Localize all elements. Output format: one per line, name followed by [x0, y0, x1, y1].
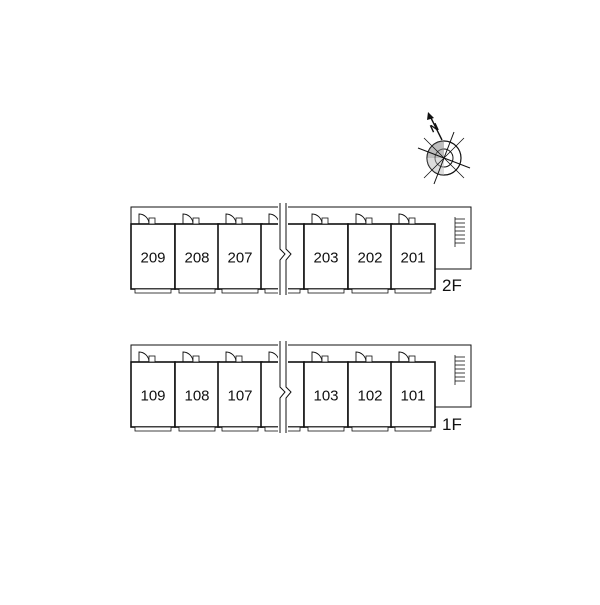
door-swing-icon [311, 213, 329, 225]
unit-room-box [174, 223, 220, 290]
unit-number-label: 208 [184, 250, 209, 267]
unit-number-label: 108 [184, 388, 209, 405]
door-swing-icon [225, 351, 243, 363]
door-swing-icon [182, 351, 200, 363]
balcony-icon [134, 288, 172, 294]
door-swing-icon [138, 351, 156, 363]
door-swing-icon [138, 213, 156, 225]
unit-202: 202 [347, 213, 393, 294]
unit-101: 101 [390, 351, 436, 432]
door-swing-icon [225, 213, 243, 225]
door-swing-icon [311, 351, 329, 363]
floor-2f-plan: 209 208 207 203 202 201 2F [130, 203, 472, 295]
unit-room-box [217, 361, 263, 428]
unit-109: 109 [130, 351, 176, 432]
door-swing-icon [182, 213, 200, 225]
door-swing-icon [355, 213, 373, 225]
unit-number-label: 109 [140, 388, 165, 405]
unit-108: 108 [174, 351, 220, 432]
balcony-icon [394, 426, 432, 432]
unit-number-label: 107 [227, 388, 252, 405]
door-swing-icon [398, 351, 416, 363]
staircase-icon [454, 355, 465, 385]
unit-102: 102 [347, 351, 393, 432]
omission-break-icon [278, 203, 292, 295]
unit-number-label: 202 [357, 250, 382, 267]
corridor-outline [130, 206, 472, 270]
balcony-icon [221, 288, 259, 294]
balcony-icon [307, 288, 345, 294]
door-swing-icon [355, 351, 373, 363]
unit-201: 201 [390, 213, 436, 294]
unit-room-box [390, 223, 436, 290]
balcony-icon [221, 426, 259, 432]
balcony-icon [178, 426, 216, 432]
unit-208: 208 [174, 213, 220, 294]
balcony-icon [307, 426, 345, 432]
unit-number-label: 201 [400, 250, 425, 267]
balcony-icon [394, 288, 432, 294]
unit-number-label: 102 [357, 388, 382, 405]
balcony-icon [351, 426, 389, 432]
unit-number-label: 101 [400, 388, 425, 405]
unit-room-box [217, 223, 263, 290]
omission-break-icon [278, 341, 292, 433]
floor-label: 1F [442, 415, 462, 434]
unit-107: 107 [217, 351, 263, 432]
unit-203: 203 [303, 213, 349, 294]
unit-209: 209 [130, 213, 176, 294]
floor-1f-plan: 109 108 107 103 102 101 1F [130, 341, 472, 434]
unit-number-label: 103 [313, 388, 338, 405]
unit-number-label: 209 [140, 250, 165, 267]
balcony-icon [351, 288, 389, 294]
staircase-icon [454, 217, 465, 247]
balcony-icon [178, 288, 216, 294]
unit-number-label: 203 [313, 250, 338, 267]
balcony-icon [134, 426, 172, 432]
unit-103: 103 [303, 351, 349, 432]
corridor-outline [130, 344, 472, 408]
unit-207: 207 [217, 213, 263, 294]
unit-number-label: 207 [227, 250, 252, 267]
floor-label: 2F [442, 276, 462, 295]
compass-rose-icon: N [417, 112, 471, 185]
door-swing-icon [398, 213, 416, 225]
